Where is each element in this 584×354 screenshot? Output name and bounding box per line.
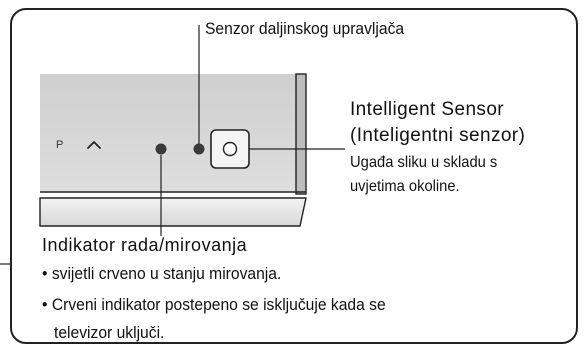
panel-p-label: P [56,139,64,151]
intelligent-sensor-desc-line-2: uvjetima okoline. [350,178,460,195]
indicator-bullet-1: • svijetli crveno u stanju mirovanja. [42,264,282,283]
indicator-bullet-2-continuation: televizor uključi. [54,323,165,342]
indicator-title: Indikator rada/mirovanja [42,235,248,255]
power-standby-indicator-dot [155,143,167,155]
intelligent-sensor-title: Intelligent Sensor [350,99,505,120]
tv-panel [40,74,302,192]
remote-sensor-label: Senzor daljinskog upravljača [205,19,405,38]
caret-up-icon [87,141,101,149]
intelligent-sensor-desc-line-1: Ugađa sliku u skladu s [350,154,498,171]
indicator-bullet-2: • Crveni indikator postepeno se isključu… [42,295,386,314]
intelligent-sensor-subtitle: (Inteligentni senzor) [350,125,526,146]
diagram-frame [10,8,578,344]
tv-panel-edge [295,73,307,195]
remote-sensor-dot [193,143,205,155]
tv-bezel [39,197,307,227]
